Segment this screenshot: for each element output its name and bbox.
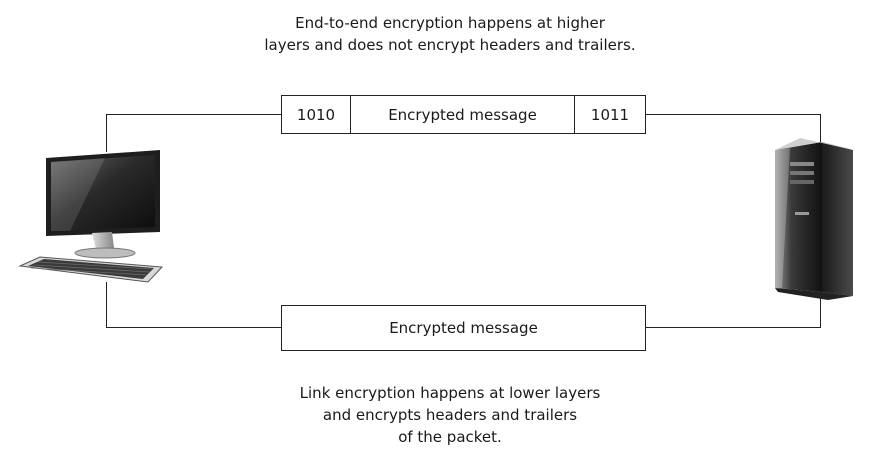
top-caption: End-to-end encryption happens at higher … xyxy=(264,14,636,54)
packet-header: 1010 xyxy=(296,105,336,124)
link-encryption-packet: Encrypted message xyxy=(281,305,646,351)
top-right-drop xyxy=(820,114,821,142)
packet-payload: Encrypted message xyxy=(389,319,538,337)
top-right-connector xyxy=(646,114,821,115)
bottom-caption: Link encryption happens at lower layers … xyxy=(299,384,601,446)
bottom-left-rise xyxy=(106,282,107,328)
packet-payload: Encrypted message xyxy=(350,96,574,133)
server-tower-icon xyxy=(775,138,853,300)
packet-trailer: 1011 xyxy=(574,96,645,133)
bottom-right-rise xyxy=(820,290,821,328)
top-left-connector xyxy=(106,114,281,115)
desktop-computer-icon xyxy=(18,150,164,283)
bottom-left-connector xyxy=(106,327,281,328)
top-left-drop xyxy=(106,114,107,152)
end-to-end-packet: 1010 Encrypted message 1011 xyxy=(281,95,646,134)
bottom-right-connector xyxy=(646,327,821,328)
